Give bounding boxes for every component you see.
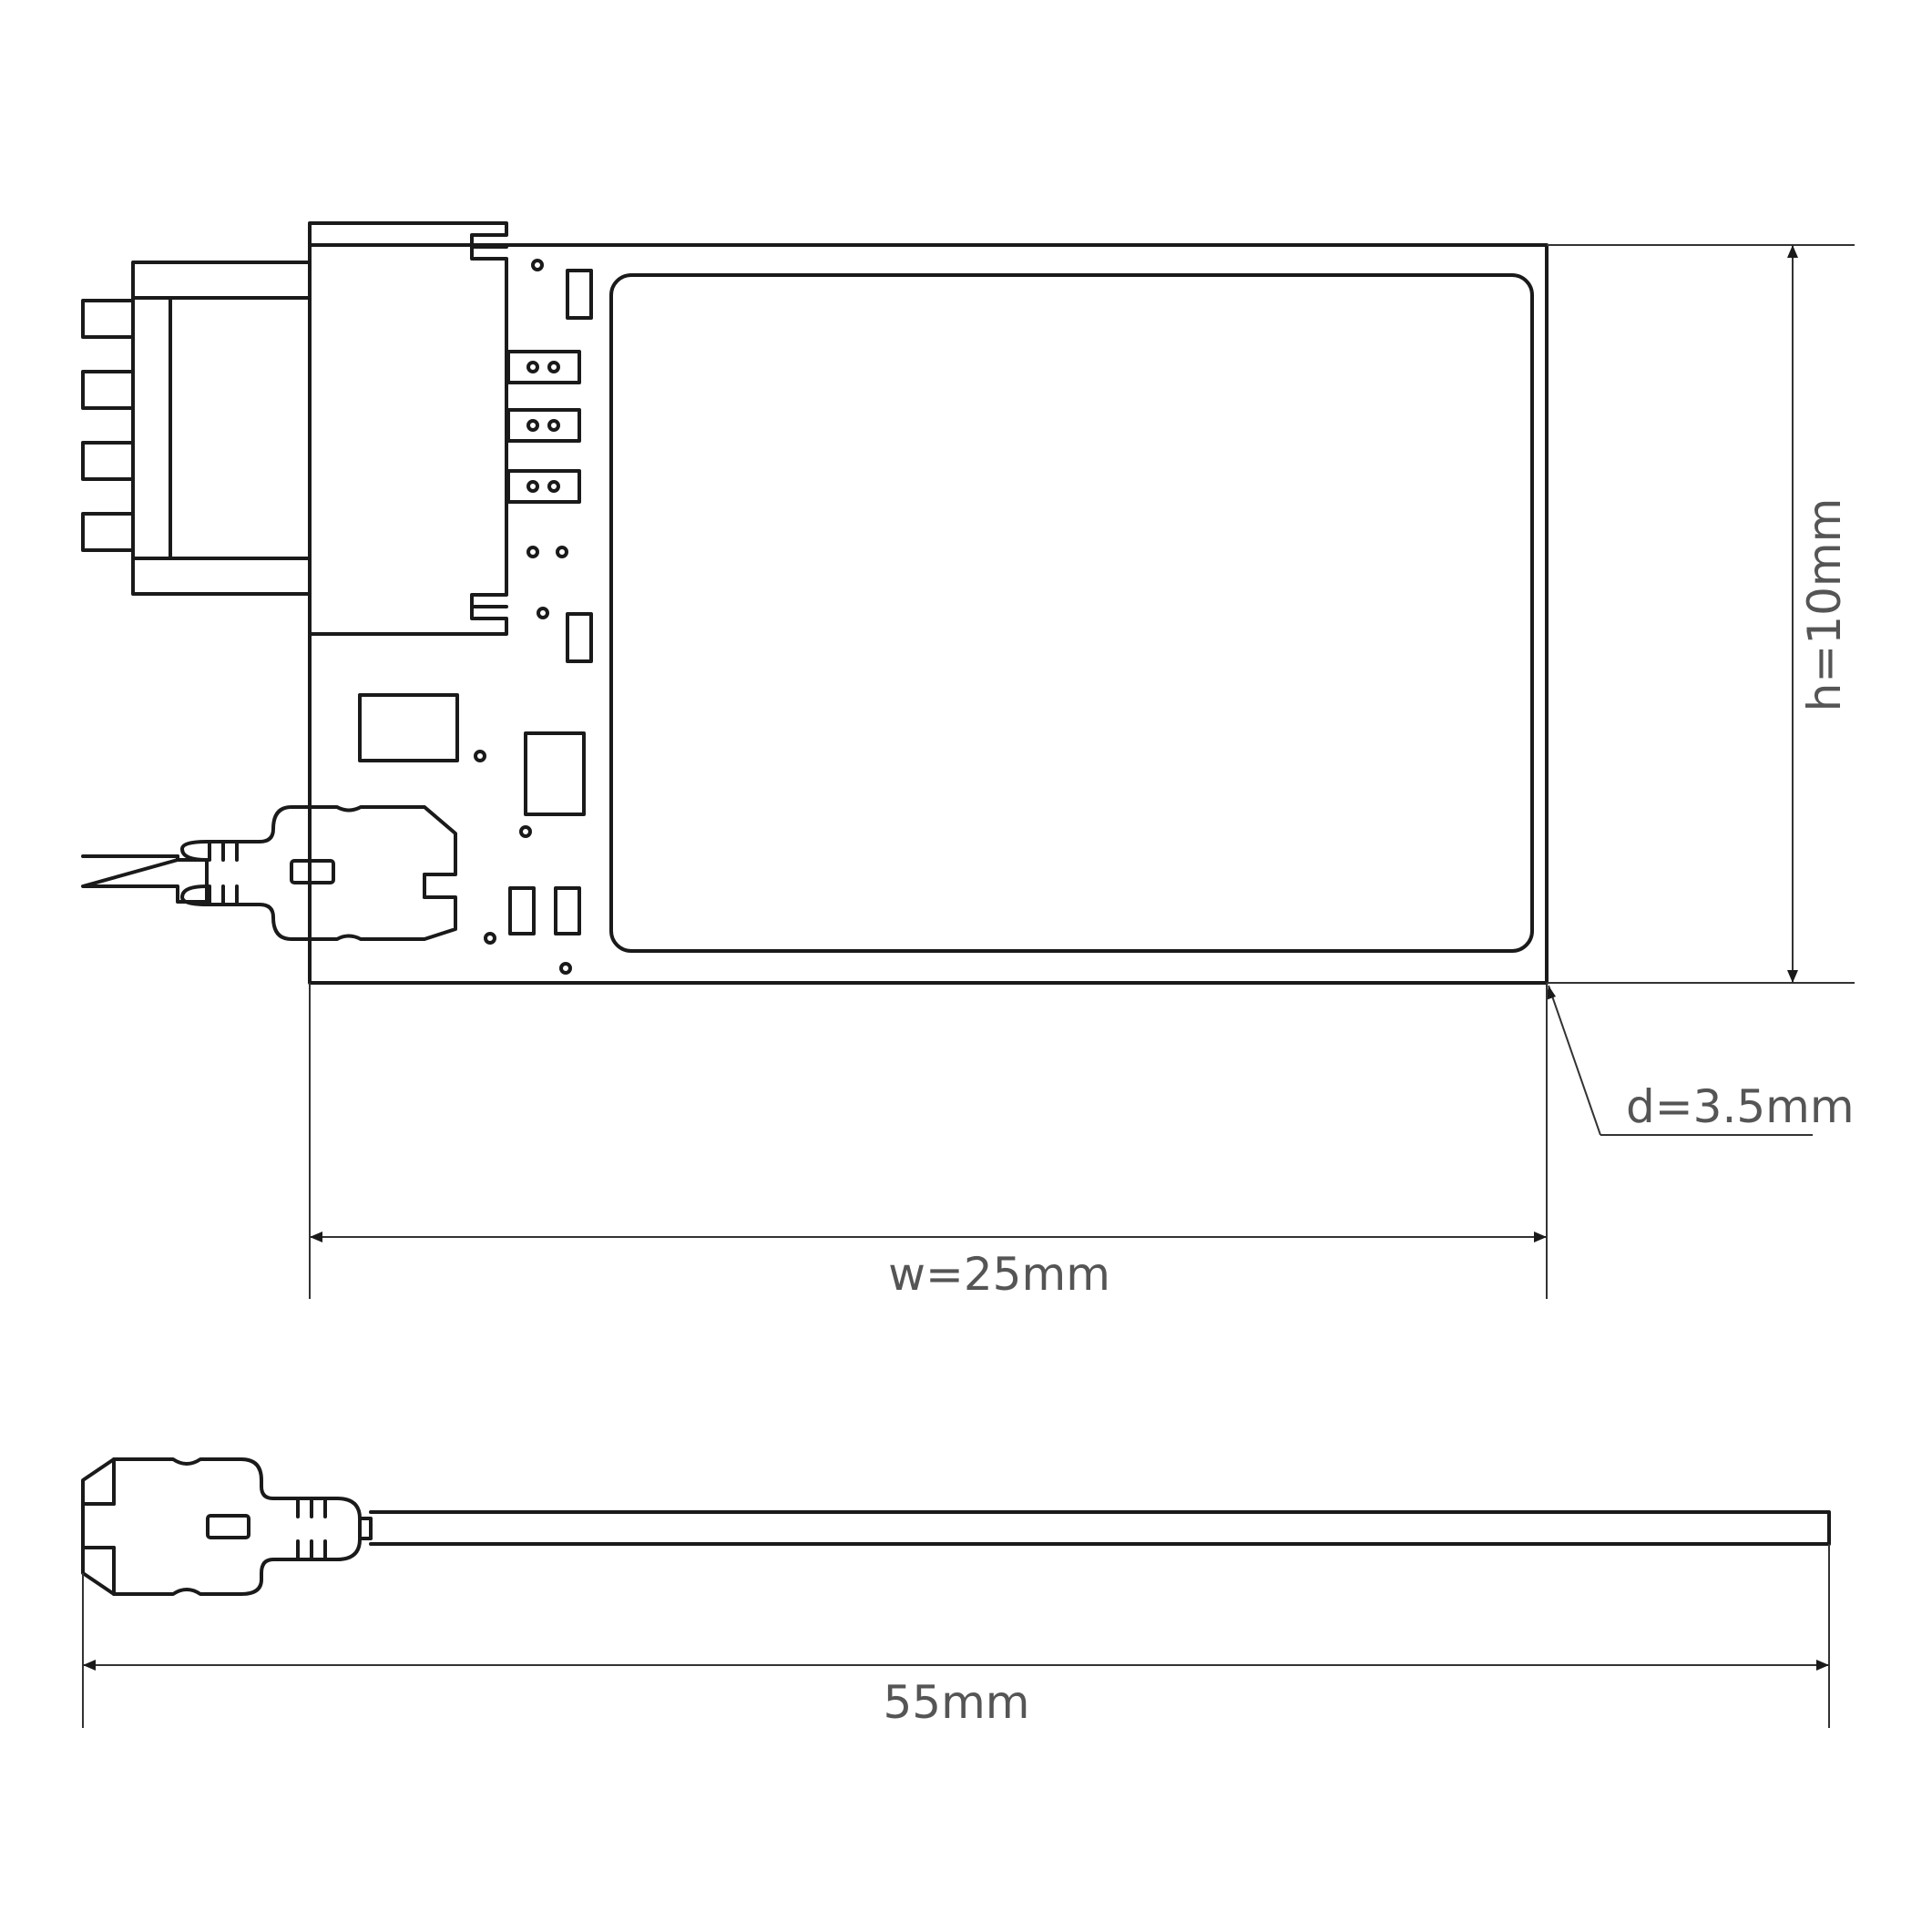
- via: [474, 750, 486, 762]
- pad-pair: [506, 408, 581, 443]
- pad-hole: [526, 480, 539, 493]
- pad-hole: [547, 480, 560, 493]
- pad-hole: [547, 419, 560, 432]
- via: [559, 962, 572, 975]
- smd-component: [554, 886, 581, 935]
- header-pin: [81, 299, 135, 339]
- via: [484, 932, 496, 945]
- pad-pair: [506, 469, 581, 504]
- via: [531, 259, 544, 271]
- pad-hole: [526, 419, 539, 432]
- pad-hole: [547, 361, 560, 373]
- via: [519, 825, 532, 838]
- width-dimension: w=25mm: [309, 983, 1548, 1301]
- via: [537, 607, 549, 619]
- via: [556, 546, 568, 558]
- smd-component: [566, 269, 593, 320]
- header-connector: [308, 221, 508, 636]
- pcb-outline: [308, 243, 1549, 985]
- ic-chip: [524, 731, 586, 816]
- pad-pair: [506, 350, 581, 384]
- header-pin: [81, 512, 135, 552]
- height-dimension: h=10mm: [1547, 244, 1855, 984]
- pin-header-body: [131, 261, 312, 596]
- antenna-side-view: [81, 1457, 1831, 1596]
- height-label: h=10mm: [1798, 498, 1851, 712]
- length-label: 55mm: [883, 1676, 1029, 1729]
- antenna-connector: [81, 805, 457, 941]
- depth-dimension: d=3.5mm: [1546, 985, 1855, 1136]
- length-dimension: 55mm: [82, 1544, 1830, 1729]
- smd-component: [508, 886, 536, 935]
- header-pin: [81, 370, 135, 410]
- smd-component: [566, 612, 593, 663]
- pad-hole: [526, 361, 539, 373]
- shield-panel: [609, 273, 1534, 953]
- depth-label: d=3.5mm: [1626, 1080, 1855, 1133]
- antenna-wire: [369, 1510, 1831, 1546]
- via: [526, 546, 539, 558]
- width-label: w=25mm: [888, 1248, 1110, 1301]
- header-pin: [81, 441, 135, 481]
- module-front-view: [81, 221, 1549, 985]
- ic-chip: [358, 693, 459, 762]
